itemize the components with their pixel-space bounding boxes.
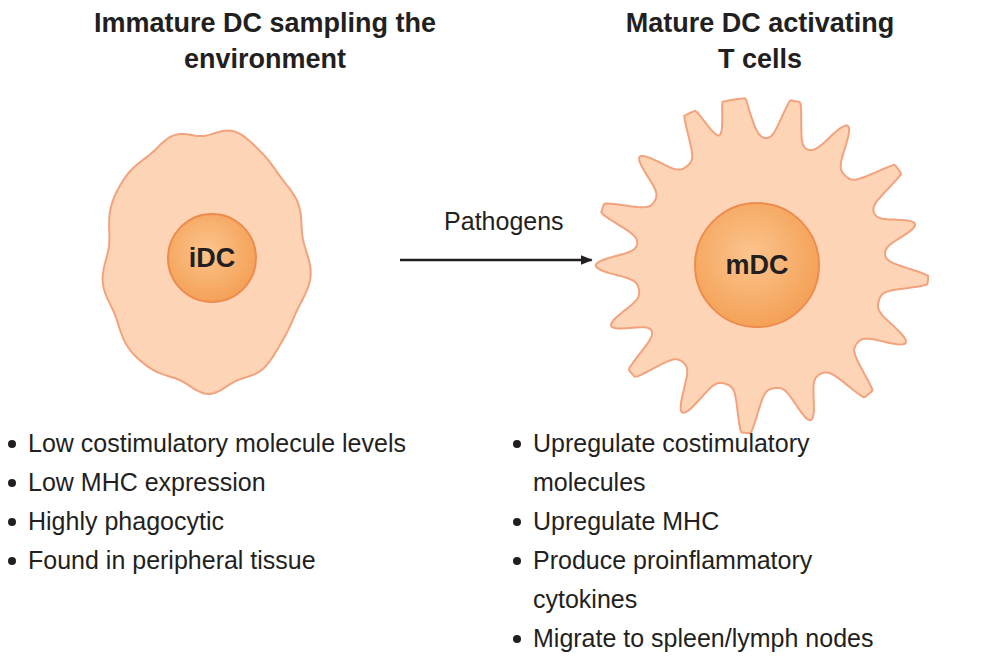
bullet-text: Found in peripheral tissue (28, 546, 316, 574)
bullet-item: Low costimulatory molecule levels (4, 424, 438, 463)
bullet-item: Found in peripheral tissue (4, 541, 458, 580)
bullet-item: Upregulate costimulatory molecules (509, 424, 918, 502)
cell-membrane (596, 98, 928, 433)
cell-heading: Immature DC sampling the environment (90, 5, 440, 77)
cell-heading: Mature DC activating T cells (625, 5, 895, 77)
bullet-text: Upregulate MHC (533, 507, 719, 535)
bullet-text: Upregulate costimulatory molecules (533, 429, 810, 496)
nucleus-circle (695, 203, 819, 327)
nucleus-node: iDC (167, 213, 257, 303)
bullet-dot (513, 518, 521, 526)
edge-label: Pathogens (441, 207, 567, 236)
bullet-list: Low costimulatory molecule levelsLow MHC… (4, 424, 458, 580)
nucleus-label: iDC (189, 243, 236, 274)
bullet-dot (8, 440, 16, 448)
bullet-text: Highly phagocytic (28, 507, 224, 535)
bullet-dot (8, 479, 16, 487)
bullet-item: Migrate to spleen/lymph nodes (509, 619, 985, 658)
arrow-connector (400, 259, 592, 262)
bullet-text: Produce proinflammatory cytokines (533, 546, 812, 613)
bullet-item: Upregulate MHC (509, 502, 973, 541)
bullet-text: Low MHC expression (28, 468, 266, 496)
nucleus-node: mDC (694, 202, 820, 328)
bullet-dot (8, 557, 16, 565)
cell-node: Mature DC activating T cells mDC (560, 5, 960, 455)
bullet-dot (513, 557, 521, 565)
nucleus-circle (168, 214, 256, 302)
cell-membrane (103, 131, 311, 394)
bullet-dot (513, 440, 521, 448)
bullet-item: Highly phagocytic (4, 502, 458, 541)
bullet-item: Produce proinflammatory cytokines (509, 541, 918, 619)
bullet-text: Migrate to spleen/lymph nodes (533, 624, 873, 652)
cell-node: Immature DC sampling the environment iDC (60, 5, 470, 405)
bullet-text: Low costimulatory molecule levels (28, 429, 406, 457)
bullet-item: Low MHC expression (4, 463, 458, 502)
nucleus-label: mDC (725, 250, 788, 281)
bullet-dot (513, 635, 521, 643)
bullet-list: Upregulate costimulatory moleculesUpregu… (509, 424, 985, 658)
bullet-dot (8, 518, 16, 526)
